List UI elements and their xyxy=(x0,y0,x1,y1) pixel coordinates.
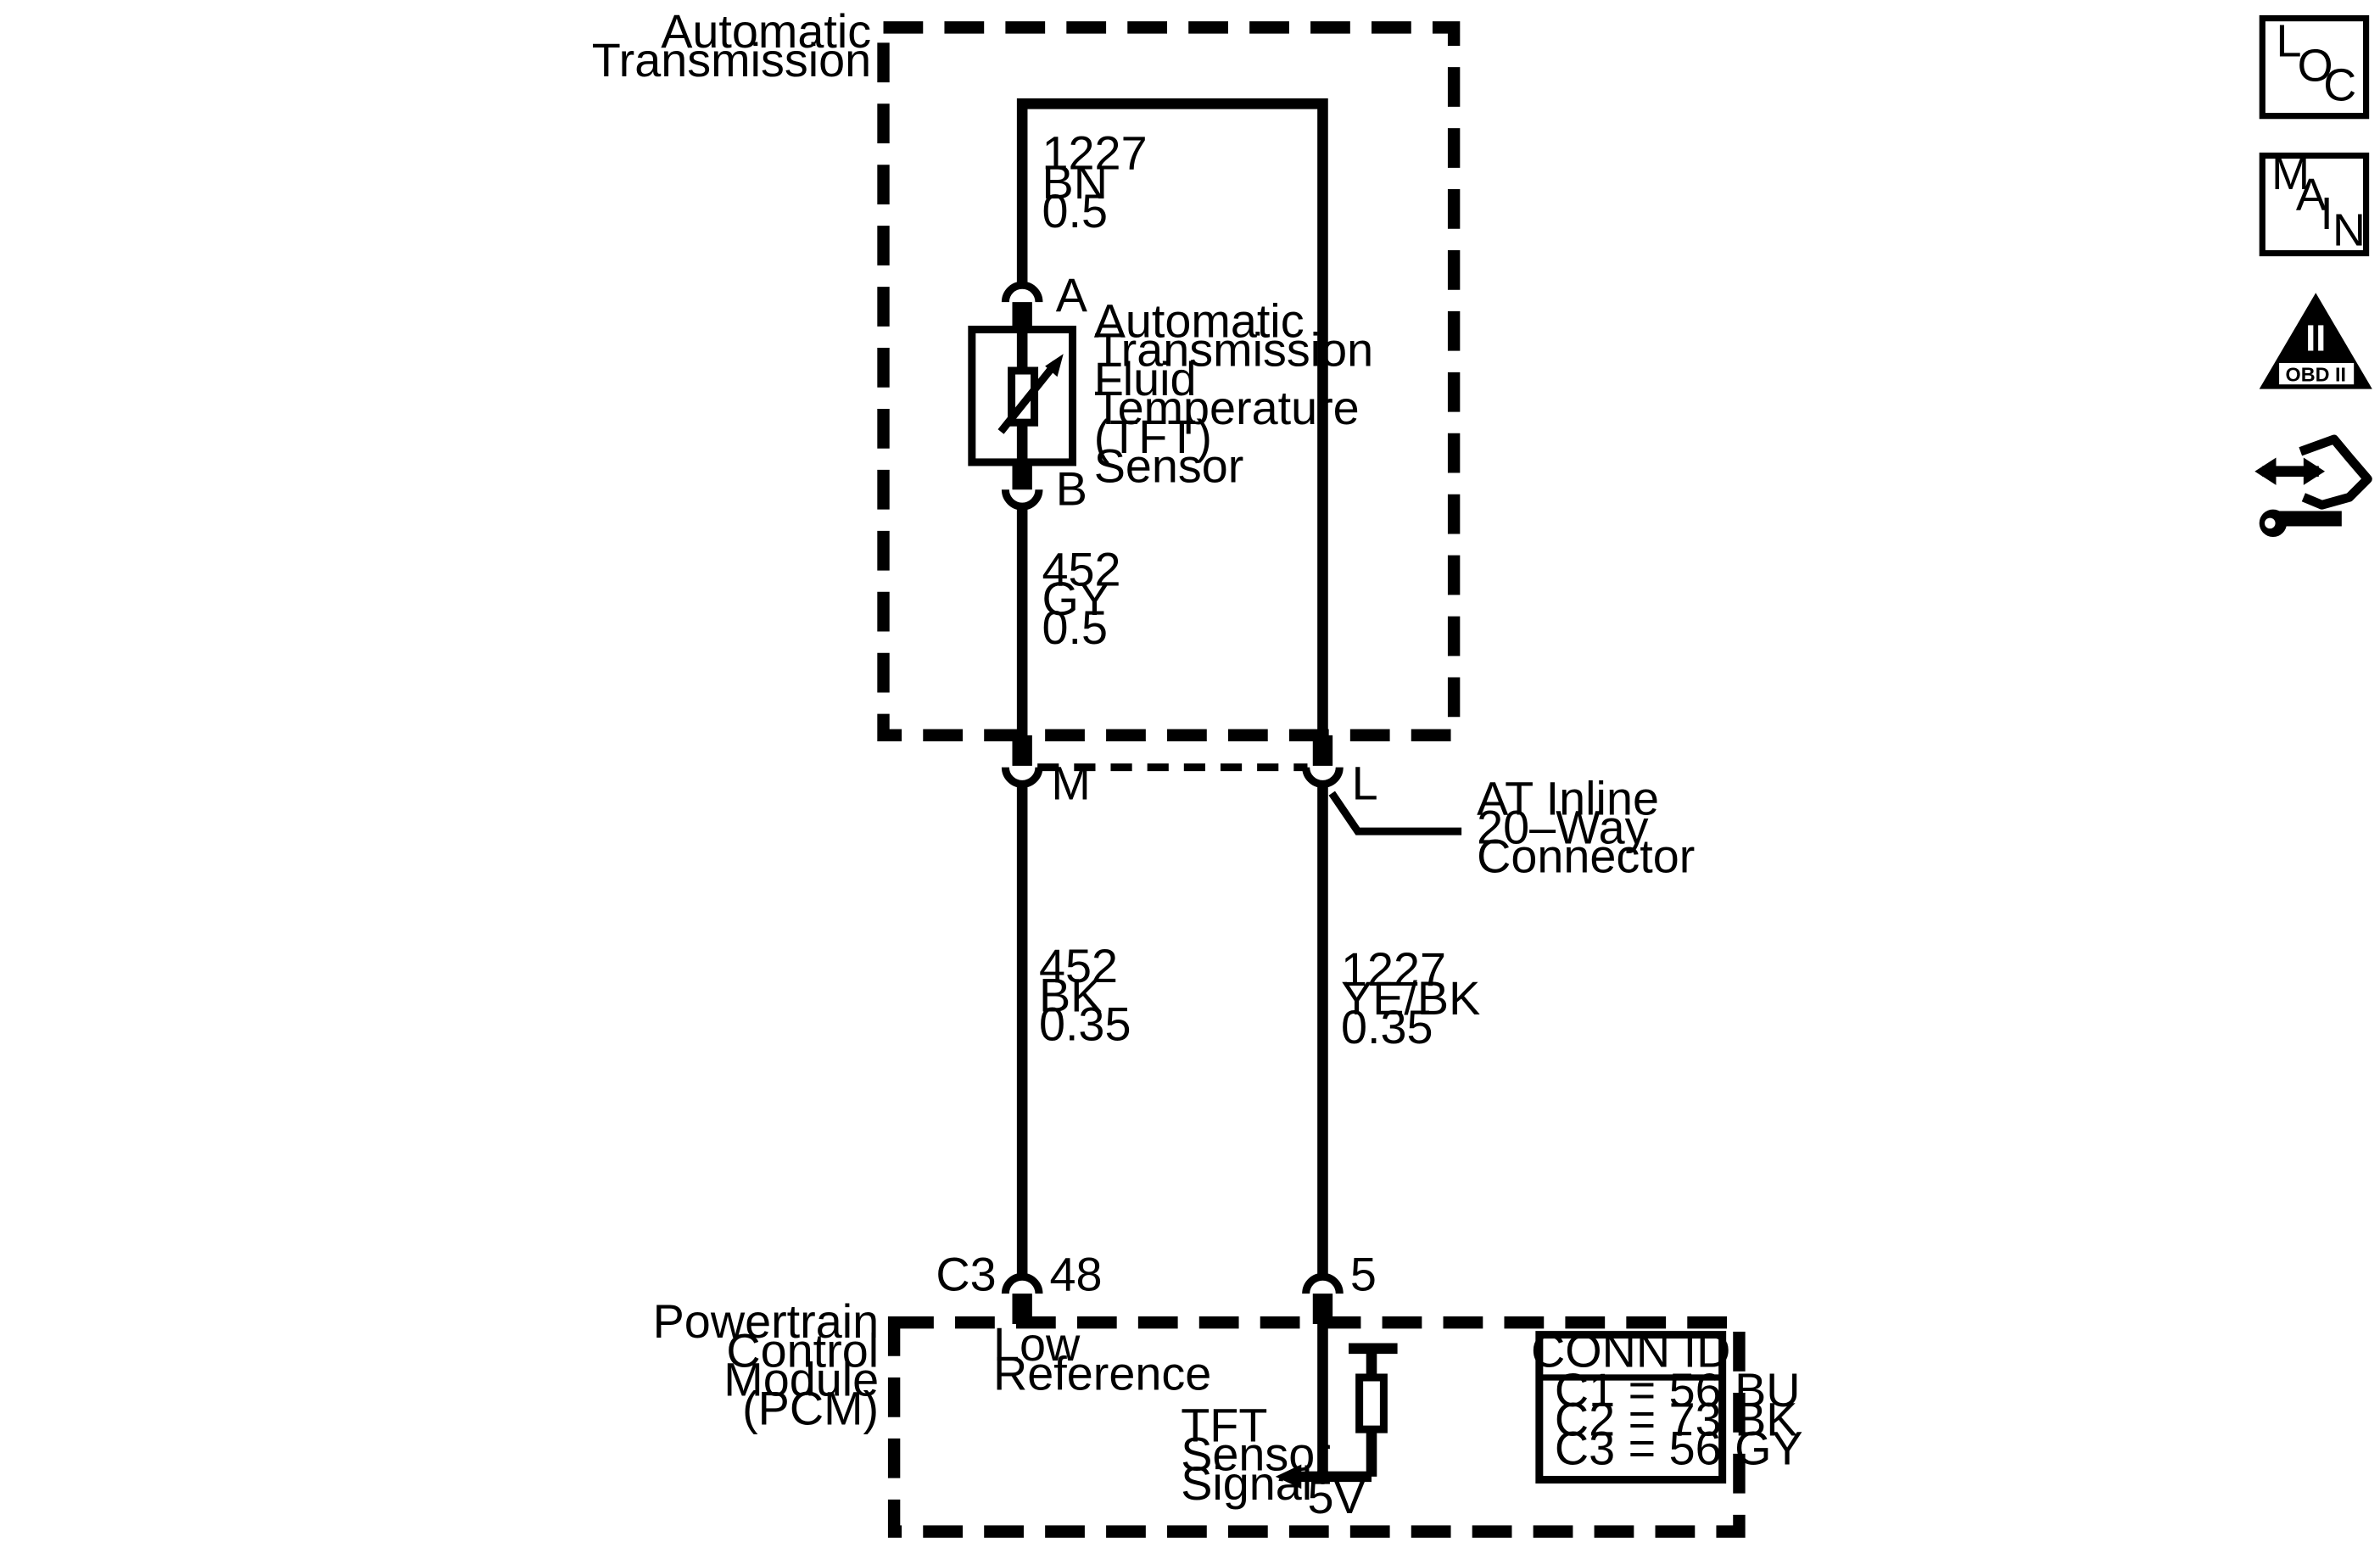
inline-pin-l-label: L xyxy=(1352,757,1378,809)
sensor-pin-a-socket xyxy=(1001,281,1043,303)
pcm-label-line2: Control xyxy=(726,1324,879,1377)
sensor-name-line2: Transmission xyxy=(1094,324,1373,377)
pcm-label-line3: Module xyxy=(723,1354,879,1406)
loc-icon xyxy=(2259,14,2370,120)
sensor-name-line3: Fluid xyxy=(1094,353,1197,405)
wire-452-bk: 452 BK 0.35 xyxy=(1016,784,1131,1279)
inline-pin-m-socket xyxy=(1001,767,1043,788)
voltage-label: 5V xyxy=(1307,1471,1365,1523)
main-icon xyxy=(2259,152,2370,257)
conn-id-table: CONN ID C1 = 56 BU C2 = 73 BK C3 = 56 GY xyxy=(1531,1324,1803,1484)
junction-dot xyxy=(1315,1468,1331,1484)
loc-letter: L xyxy=(2276,16,2301,67)
wire-1227-yebk: 1227 YE/BK 0.35 xyxy=(1317,784,1480,1279)
circuit-number: 1227 xyxy=(1341,943,1446,996)
circuit-number: 1227 xyxy=(1042,127,1148,180)
low-reference-label-line2: Reference xyxy=(993,1347,1211,1400)
wire-color: BN xyxy=(1042,156,1108,209)
conn-id-row: C2 = 73 BK xyxy=(1555,1393,1798,1445)
pullup-resistor-icon xyxy=(1355,1373,1388,1433)
wire-1227-bn xyxy=(1016,98,1328,745)
pcm-connector-id: C3 xyxy=(936,1248,996,1300)
inline-connector-label-line1: AT Inline xyxy=(1477,772,1659,824)
wire-1227-bn-label: 1227 BN 0.5 xyxy=(1042,127,1148,237)
main-letter: M xyxy=(2271,148,2310,199)
loc-letter: C xyxy=(2323,60,2356,111)
pcm-connector-c3: C3 48 5 xyxy=(936,1248,1377,1325)
loc-letter: O xyxy=(2298,40,2333,91)
low-reference-label-line1: Low xyxy=(993,1318,1081,1371)
signal-label-line3: Signal xyxy=(1181,1457,1312,1510)
pcm-pin-48-label: 48 xyxy=(1050,1248,1103,1300)
wire-color: GY xyxy=(1042,573,1111,625)
pcm-boundary xyxy=(887,1316,1746,1538)
connector-tool-icon xyxy=(2254,434,2372,538)
main-button[interactable]: M A I N xyxy=(2259,148,2370,257)
main-letter: A xyxy=(2296,170,2327,221)
sensor-name-line5: (TFT) xyxy=(1094,411,1212,463)
connector-tool-button[interactable] xyxy=(2254,434,2372,538)
inline-pin-m-label: M xyxy=(1051,757,1090,809)
wire-gauge: 0.35 xyxy=(1039,998,1131,1051)
circuit-number: 452 xyxy=(1039,940,1118,992)
loc-button[interactable]: L O C xyxy=(2259,14,2370,120)
transmission-label-line2: Transmission xyxy=(592,34,871,87)
wire-color: BK xyxy=(1039,969,1102,1021)
signal-label-line2: Sensor xyxy=(1181,1428,1331,1481)
connector-leader-line xyxy=(1328,791,1462,835)
transmission-label-line1: Automatic xyxy=(661,5,871,58)
pcm-pin-48-socket xyxy=(1001,1272,1043,1294)
circuit-number: 452 xyxy=(1042,544,1121,596)
sensor-pin-a-label: A xyxy=(1056,269,1088,321)
wire-452-gy: 452 GY 0.5 xyxy=(1016,505,1121,745)
obd-label: OBD II xyxy=(2286,364,2346,386)
transmission-harness: Automatic Transmission xyxy=(592,5,1461,742)
signal-arrow-icon xyxy=(1275,1464,1302,1489)
main-letter: N xyxy=(2333,205,2366,256)
wire-gauge: 0.5 xyxy=(1042,601,1109,654)
inline-connector-label-line3: Connector xyxy=(1477,830,1695,883)
main-letter: I xyxy=(2321,188,2333,239)
signal-label-line1: TFT xyxy=(1181,1400,1267,1452)
pcm-pin-5-socket xyxy=(1302,1272,1344,1294)
sensor-name-line1: Automatic xyxy=(1094,294,1305,347)
inline-connector: M L AT Inline 20–Way Connector xyxy=(1001,735,1695,883)
wire-gauge: 0.5 xyxy=(1042,185,1109,237)
obd-ii-button[interactable]: II OBD II xyxy=(2259,293,2372,389)
conn-id-row: C3 = 56 GY xyxy=(1555,1422,1803,1474)
conn-id-title: CONN ID xyxy=(1531,1324,1730,1377)
pcm-label-line4: (PCM) xyxy=(742,1383,879,1435)
conn-id-row: C1 = 56 BU xyxy=(1555,1364,1801,1417)
obd-numeral: II xyxy=(2305,319,2326,360)
pcm-pin-5-label: 5 xyxy=(1350,1248,1377,1300)
wire-gauge: 0.35 xyxy=(1341,1001,1433,1053)
sensor-name-line4: Temperature xyxy=(1094,382,1360,434)
pcm-label-line1: Powertrain xyxy=(653,1295,879,1348)
sensor-pin-b-label: B xyxy=(1056,462,1087,515)
sensor-name-line6: Sensor xyxy=(1094,439,1244,492)
transmission-boundary xyxy=(877,21,1461,742)
inline-connector-label-line2: 20–Way xyxy=(1477,802,1649,854)
tft-sensor: A B Automatic Transmission Fluid Tempera… xyxy=(968,269,1373,515)
thermistor-icon xyxy=(1008,366,1039,427)
wire-color: YE/BK xyxy=(1341,972,1480,1025)
sensor-pin-b-socket xyxy=(1001,489,1043,511)
inline-pin-l-socket xyxy=(1302,767,1344,788)
pcm-module: Powertrain Control Module (PCM) Low Refe… xyxy=(653,1295,1803,1538)
